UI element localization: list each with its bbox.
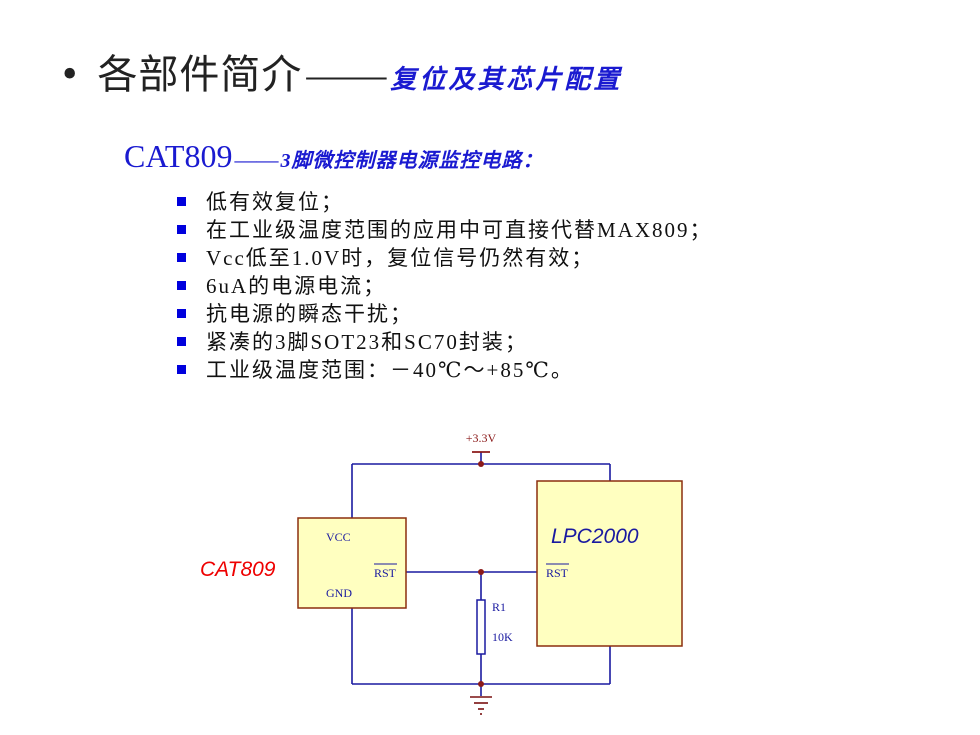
chip-u1-pin-vcc: VCC — [326, 530, 351, 544]
supply-label: +3.3V — [466, 431, 497, 445]
junction-dot — [478, 681, 484, 687]
chip-u2: LPC2000 RST — [536, 480, 683, 647]
slide-title: • 各部件简介 —— 复位及其芯片配置 — [62, 42, 622, 100]
junction-dot — [478, 569, 484, 575]
supply-symbol: +3.3V — [466, 431, 497, 453]
bullet-square-icon — [177, 281, 186, 290]
title-main: 各部件简介 — [97, 52, 303, 97]
feature-item: Vcc低至1.0V时，复位信号仍然有效； — [170, 244, 713, 272]
junctions — [478, 461, 484, 687]
title-dash: —— — [306, 52, 387, 97]
feature-item: 6uA的电源电流； — [170, 272, 713, 300]
chip-dash: —— — [234, 147, 279, 172]
feature-item: 抗电源的瞬态干扰； — [170, 300, 713, 328]
chip-u1: VCC GND RST — [297, 517, 407, 609]
bullet-square-icon — [177, 225, 186, 234]
chip-u1-pin-gnd: GND — [326, 586, 352, 600]
feature-item: 工业级温度范围：－40℃～+85℃。 — [170, 356, 713, 384]
bullet-square-icon — [177, 337, 186, 346]
chip-name: CAT809 — [124, 138, 233, 174]
feature-item: 低有效复位； — [170, 188, 713, 216]
resistor-r1: R1 10K — [476, 599, 513, 655]
chip-u1-label: CAT809 — [200, 558, 276, 581]
feature-list: 低有效复位； 在工业级温度范围的应用中可直接代替MAX809； Vcc低至1.0… — [170, 188, 713, 384]
feature-item: 紧凑的3脚SOT23和SC70封装； — [170, 328, 713, 356]
resistor-r1-value: 10K — [492, 630, 513, 644]
feature-item: 在工业级温度范围的应用中可直接代替MAX809； — [170, 216, 713, 244]
chip-u1-pin-rst: RST — [374, 566, 397, 580]
title-bullet: • — [62, 49, 78, 98]
chip-u2-pin-rst: RST — [546, 566, 569, 580]
junction-dot — [478, 461, 484, 467]
bullet-square-icon — [177, 253, 186, 262]
title-subtitle: 复位及其芯片配置 — [390, 65, 623, 94]
ground-symbol — [470, 696, 492, 715]
bullet-square-icon — [177, 197, 186, 206]
chip-u1-body — [297, 517, 407, 609]
chip-heading: CAT809 —— 3脚微控制器电源监控电路： — [124, 138, 543, 175]
chip-description: 3脚微控制器电源监控电路： — [280, 150, 544, 172]
resistor-r1-ref: R1 — [492, 600, 506, 614]
bullet-square-icon — [177, 365, 186, 374]
bullet-square-icon — [177, 309, 186, 318]
chip-u2-label: LPC2000 — [551, 525, 639, 548]
resistor-r1-body — [476, 599, 486, 655]
